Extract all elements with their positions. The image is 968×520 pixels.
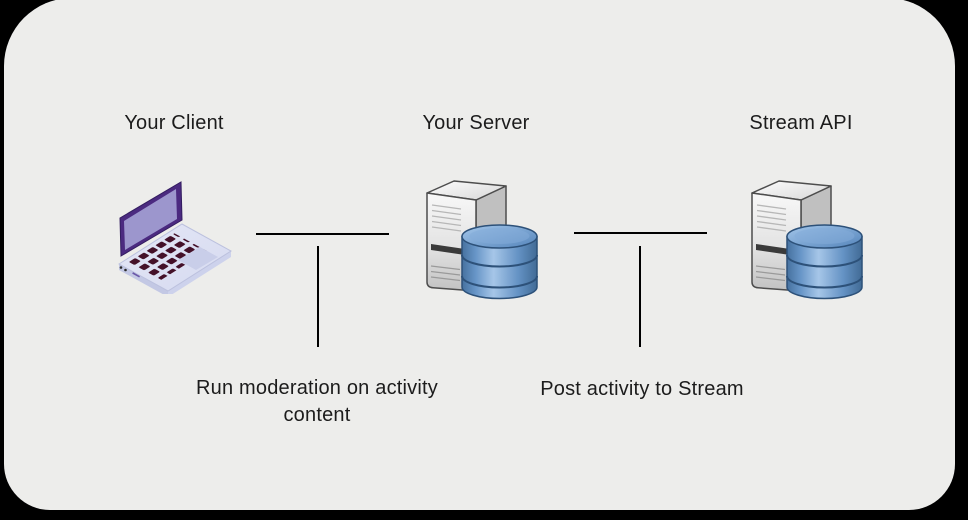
node-label-stream-api: Stream API [749, 112, 853, 134]
server-database-icon [426, 180, 538, 300]
server-database-icon [751, 180, 863, 300]
edge-label-post-activity: Post activity to Stream [540, 378, 744, 400]
node-label-your-client: Your Client [124, 112, 224, 134]
connector-client-server-vline [317, 246, 319, 347]
connector-server-stream-vline [639, 246, 641, 347]
node-label-your-server: Your Server [422, 112, 530, 134]
laptop-icon [118, 181, 232, 294]
diagram-card: Your Client Your Server Stream API [4, 0, 955, 510]
edge-label-run-moderation: Run moderation on activity content [196, 377, 438, 426]
connector-client-server-hline [256, 233, 389, 235]
connector-server-stream-hline [574, 232, 707, 234]
